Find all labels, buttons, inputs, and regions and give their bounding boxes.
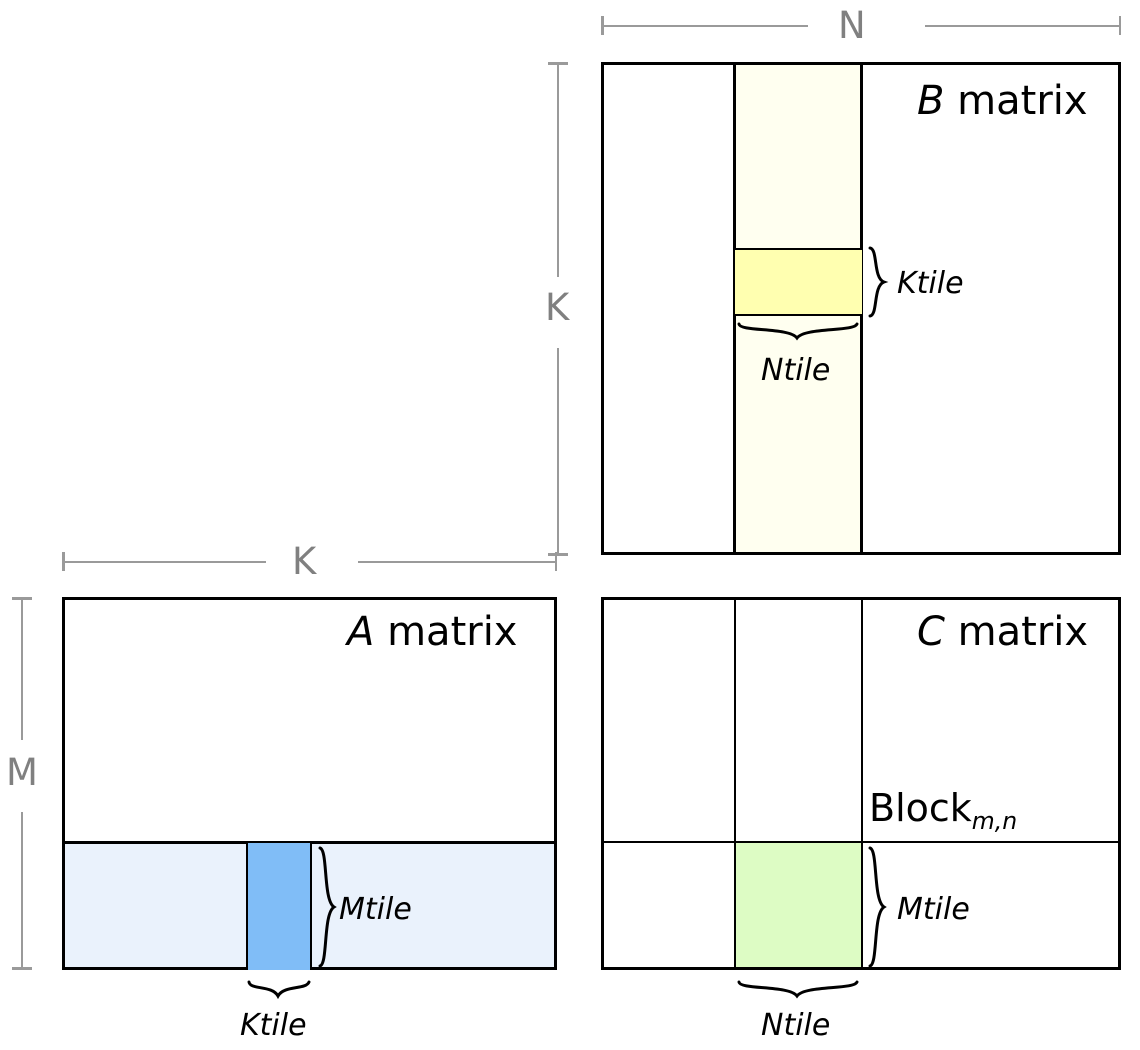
c-matrix-label-italic: C	[917, 609, 945, 655]
c-matrix-line-v-right	[861, 597, 863, 970]
b-matrix-label-italic: B	[917, 78, 945, 124]
b-matrix-strip-line-left	[733, 62, 736, 555]
c-mtile-brace	[866, 845, 892, 969]
c-matrix-tile	[735, 843, 862, 970]
c-matrix-line-v-left	[734, 597, 736, 970]
c-block-label-subscript: m,n	[971, 807, 1018, 836]
k-horz-cap-right	[554, 552, 557, 571]
b-ntile-label: Ntile	[761, 353, 831, 388]
k-vert-line-bot	[556, 348, 559, 555]
n-dim-line-left	[601, 24, 808, 27]
m-dim-line-bot	[20, 812, 23, 969]
c-matrix-label: C matrix	[917, 609, 1088, 655]
b-ktile-label: Ktile	[897, 266, 964, 301]
a-matrix-label: A matrix	[347, 609, 517, 655]
c-matrix-line-h	[601, 841, 1121, 844]
b-ntile-brace	[737, 320, 861, 346]
m-dim-label: M	[6, 751, 38, 794]
k-vert-line-top	[556, 62, 559, 277]
k-horz-label: K	[292, 540, 317, 583]
c-ntile-label: Ntile	[761, 1008, 831, 1043]
n-dim-line-right	[925, 24, 1121, 27]
m-dim-line-top	[20, 597, 23, 740]
b-ktile-brace	[866, 246, 892, 318]
a-matrix-band-line-top	[62, 841, 557, 844]
a-ktile-brace	[247, 978, 313, 1004]
c-mtile-label: Mtile	[897, 892, 970, 927]
a-mtile-brace	[316, 845, 342, 969]
c-block-label: Blockm,n	[869, 786, 1017, 835]
a-matrix-label-italic: A	[347, 609, 375, 655]
k-horz-line-right	[358, 560, 556, 563]
b-matrix-ktile	[735, 248, 862, 316]
n-dim-cap-right	[1118, 16, 1121, 35]
b-matrix-label: B matrix	[917, 78, 1088, 124]
c-matrix-label-rest: matrix	[944, 609, 1089, 655]
k-vert-cap-bottom	[548, 553, 568, 556]
a-ktile-label: Ktile	[240, 1008, 307, 1043]
c-block-label-text: Block	[869, 786, 972, 830]
n-dim-label: N	[838, 4, 866, 47]
a-mtile-label: Mtile	[339, 892, 412, 927]
b-matrix-label-rest: matrix	[944, 78, 1088, 124]
k-vert-label: K	[545, 286, 570, 329]
a-matrix-ktile	[246, 843, 312, 970]
c-ntile-brace	[737, 978, 861, 1004]
a-matrix-label-rest: matrix	[374, 609, 518, 655]
k-horz-line-left	[62, 560, 266, 563]
m-dim-cap-bottom	[12, 967, 32, 970]
